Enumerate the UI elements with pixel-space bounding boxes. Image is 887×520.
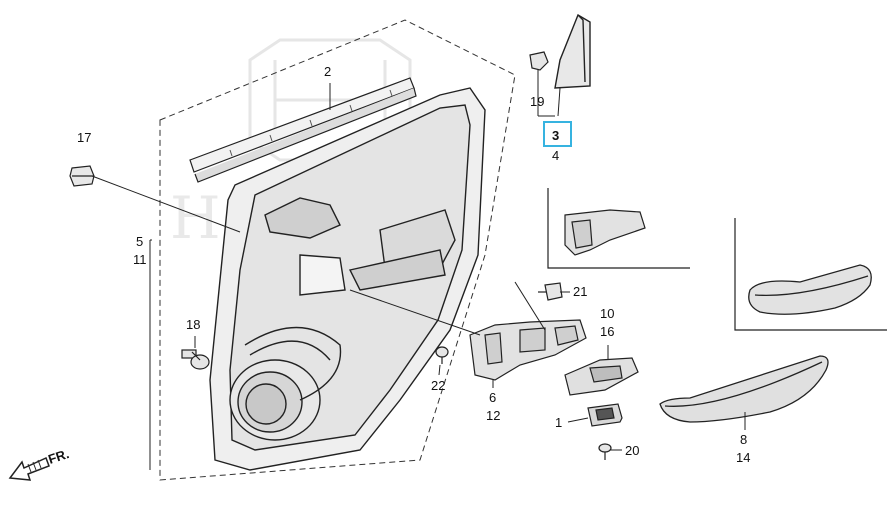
callout-19[interactable]: 19 [530,94,544,109]
front-marker-label: FR. [46,446,71,467]
front-direction-marker: FR. [8,446,71,481]
callout-22[interactable]: 22 [431,378,445,393]
callout-3[interactable]: 3 [552,128,559,143]
part-armrest-inset[interactable] [748,264,872,315]
part-screw-22[interactable] [435,346,449,364]
callout-2[interactable]: 2 [324,64,331,79]
part-weatherstrip[interactable] [189,77,417,183]
inset-box-switch-bracket [547,188,690,269]
part-corner-garnish[interactable] [554,13,591,89]
callout-labels: 2 17 5 11 18 22 6 12 21 10 16 1 20 8 14 … [77,64,750,465]
part-screw-21[interactable] [538,282,563,301]
inset-box-armrest [734,218,887,331]
callout-16[interactable]: 16 [600,324,614,339]
callout-12[interactable]: 12 [486,408,500,423]
callout-17[interactable]: 17 [77,130,91,145]
callout-11[interactable]: 11 [133,252,147,267]
callout-4[interactable]: 4 [552,148,559,163]
door-panel-group-outline [159,19,516,481]
callout-21[interactable]: 21 [573,284,587,299]
part-armrest[interactable] [659,355,829,423]
part-clip-19[interactable] [529,51,549,71]
callout-8[interactable]: 8 [740,432,747,447]
part-screw-20[interactable] [598,443,612,460]
callout-14[interactable]: 14 [736,450,750,465]
callout-18[interactable]: 18 [186,317,200,332]
callout-6[interactable]: 6 [489,390,496,405]
callout-5[interactable]: 5 [136,234,143,249]
callout-10[interactable]: 10 [600,306,614,321]
part-window-switch[interactable] [587,403,623,427]
part-door-lining[interactable] [209,87,486,471]
callout-1[interactable]: 1 [555,415,562,430]
part-switch-panel[interactable] [564,357,639,396]
part-clip[interactable] [69,165,95,187]
part-switch-bracket-inset[interactable] [564,209,646,256]
part-inner-handle-bracket[interactable] [469,319,587,381]
selected-callout-highlight [543,121,572,147]
callout-20[interactable]: 20 [625,443,639,458]
part-push-fastener[interactable] [181,349,210,370]
leader-lines [91,70,746,470]
